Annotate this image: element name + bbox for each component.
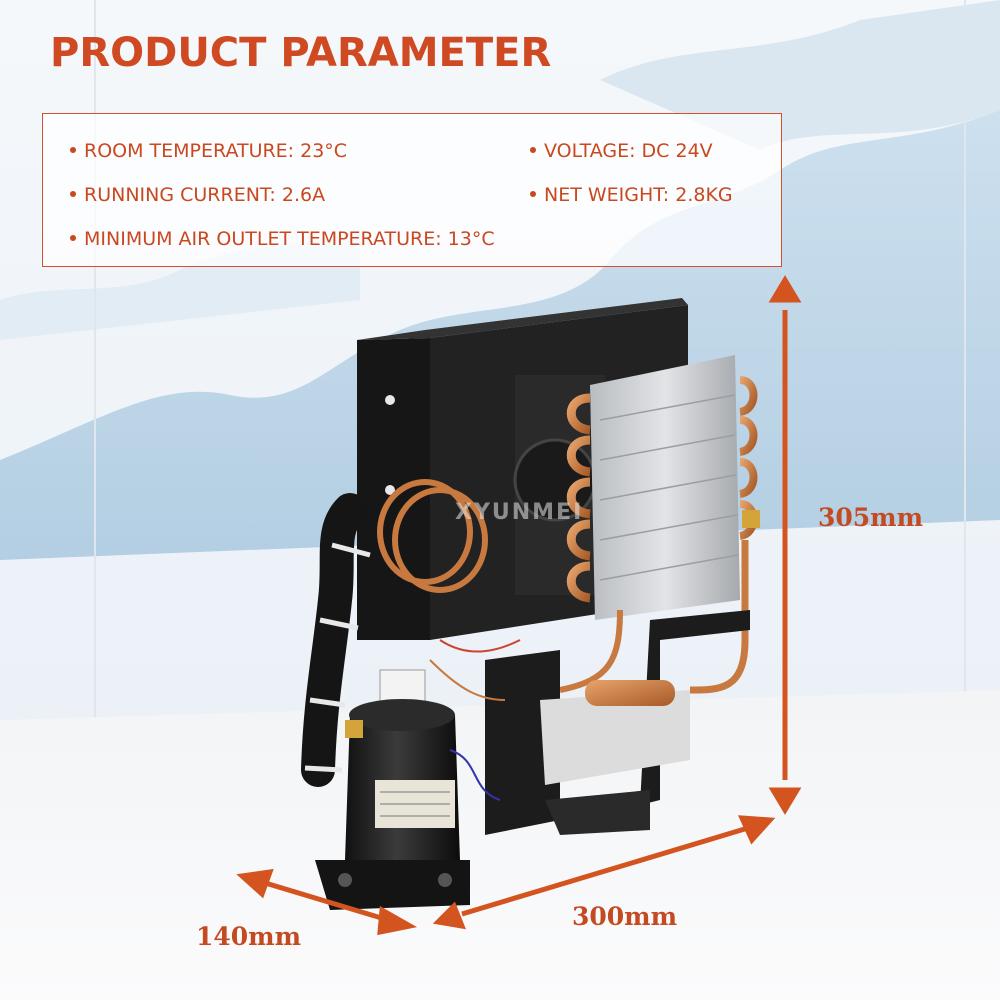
page-title: PRODUCT PARAMETER: [50, 30, 552, 76]
dimension-length-label: 300mm: [572, 902, 678, 931]
param-min-outlet-temp: MINIMUM AIR OUTLET TEMPERATURE: 13°C: [70, 228, 495, 250]
bullet-icon: [70, 190, 76, 197]
param-running-current-text: RUNNING CURRENT: 2.6A: [84, 184, 326, 206]
bullet-icon: [70, 234, 76, 241]
param-net-weight-text: NET WEIGHT: 2.8KG: [544, 184, 733, 206]
watermark-text: XYUNMEI: [455, 500, 584, 525]
bullet-icon: [530, 190, 536, 197]
dimension-height-label: 305mm: [818, 503, 924, 532]
bullet-icon: [530, 146, 536, 153]
param-net-weight: NET WEIGHT: 2.8KG: [530, 184, 733, 206]
param-min-outlet-temp-text: MINIMUM AIR OUTLET TEMPERATURE: 13°C: [84, 228, 495, 250]
param-room-temperature-text: ROOM TEMPERATURE: 23°C: [84, 140, 348, 162]
param-room-temperature: ROOM TEMPERATURE: 23°C: [70, 140, 347, 162]
bullet-icon: [70, 146, 76, 153]
param-voltage: VOLTAGE: DC 24V: [530, 140, 713, 162]
parameter-box: [42, 113, 782, 267]
param-voltage-text: VOLTAGE: DC 24V: [544, 140, 713, 162]
param-running-current: RUNNING CURRENT: 2.6A: [70, 184, 325, 206]
dimension-depth-label: 140mm: [196, 922, 302, 951]
